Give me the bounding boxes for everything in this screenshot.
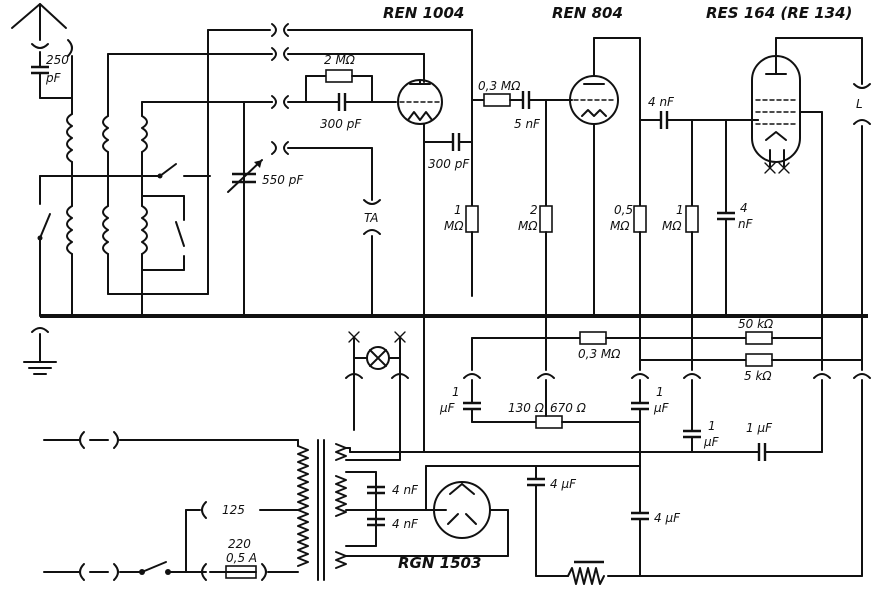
- tube-label-res164: RES 164 (RE 134): [706, 4, 852, 22]
- label-r50k: 50 kΩ: [738, 317, 774, 331]
- tube-label-ren804: REN 804: [552, 4, 623, 22]
- label-r03a: 0,3 MΩ: [478, 79, 521, 93]
- ground-icon: [23, 327, 57, 375]
- label-fuse: 0,5 A: [226, 551, 257, 565]
- resistor-2m-b: [539, 205, 553, 233]
- label-r130: 130 Ω: [508, 401, 545, 415]
- label-c4uf2: 4 µF: [654, 511, 681, 525]
- capacitor-1uf-a: [463, 401, 481, 411]
- pilot-lamp-icon: [348, 331, 406, 381]
- label-c1b1: 1: [656, 385, 664, 399]
- label-c250-unit: pF: [45, 71, 62, 85]
- label-r5k: 5 kΩ: [744, 369, 772, 383]
- label-r05a: 0,5: [614, 203, 633, 217]
- capacitor-1uf-b: [631, 401, 649, 411]
- capacitor-1uf-c: [683, 429, 701, 439]
- label-c1b2: µF: [653, 401, 670, 415]
- label-c1a1: 1: [452, 385, 460, 399]
- label-c4na: 4 nF: [392, 483, 419, 497]
- label-ta: TA: [364, 211, 378, 225]
- capacitor-250pf: [31, 51, 49, 99]
- capacitor-4uf-b: [631, 511, 649, 521]
- label-r2b1: 2: [530, 203, 538, 217]
- label-c550: 550 pF: [262, 173, 304, 187]
- capacitor-1uf-d: [757, 443, 767, 461]
- label-v125: 125: [222, 503, 245, 517]
- label-c4nv2: nF: [738, 217, 754, 231]
- label-c1a2: µF: [439, 401, 456, 415]
- label-r2b2: MΩ: [518, 219, 538, 233]
- speaker-connector: [853, 83, 871, 89]
- resistor-1m-a: [465, 205, 479, 233]
- switch-1: [37, 213, 51, 241]
- rf-coil-right: [141, 115, 148, 317]
- capacitor-4nf-b: [367, 517, 385, 527]
- label-r05b: MΩ: [610, 219, 630, 233]
- tube-label-rgn1503: RGN 1503: [398, 554, 481, 572]
- tube-res164: [751, 55, 801, 174]
- tube-label-ren1004: REN 1004: [383, 4, 464, 22]
- label-c4nv1: 4: [740, 201, 748, 215]
- label-c1c2: µF: [703, 435, 720, 449]
- capacitor-4nf-v: [717, 211, 735, 221]
- resistor-1m-c: [685, 205, 699, 233]
- tuning-capacitor-550pf: [227, 159, 263, 193]
- choke-resistor: [567, 567, 605, 585]
- resistor-0-3m-b: [579, 331, 607, 345]
- label-c1c1: 1: [708, 419, 716, 433]
- resistor-2m: [325, 69, 353, 83]
- pickup-connector: [363, 199, 381, 205]
- mains-plug-lower: [43, 563, 141, 581]
- capacitor-300pf: [335, 93, 397, 111]
- label-r1a1: 1: [454, 203, 462, 217]
- switch-2: [157, 163, 211, 179]
- label-r2m: 2 MΩ: [324, 53, 356, 67]
- mains-transformer: [297, 439, 347, 581]
- mains-plug-upper: [43, 431, 131, 449]
- tube-ren804: [569, 75, 619, 125]
- label-c4uf1: 4 µF: [550, 477, 577, 491]
- tube-ren1004: [397, 79, 443, 125]
- capacitor-4nf: [659, 111, 669, 129]
- resistor-0-3m: [483, 93, 511, 107]
- connector-row: [345, 373, 871, 379]
- label-c4nb: 4 nF: [392, 517, 419, 531]
- antenna-icon: [11, 3, 67, 49]
- antenna-coil: [66, 113, 73, 317]
- mains-switch: [139, 561, 171, 575]
- label-v220: 220: [228, 537, 251, 551]
- label-c300b: 300 pF: [428, 157, 470, 171]
- resistor-5k: [745, 353, 773, 367]
- resistor-130-670: [535, 415, 563, 429]
- label-r1c1: 1: [676, 203, 684, 217]
- label-c4n: 4 nF: [648, 95, 675, 109]
- capacitor-4uf-a: [527, 477, 545, 487]
- label-c5n: 5 nF: [514, 117, 541, 131]
- rf-coil-left: [102, 115, 109, 295]
- capacitor-5nf: [521, 91, 531, 109]
- label-r03b: 0,3 MΩ: [578, 347, 621, 361]
- label-c250: 250: [46, 53, 69, 67]
- label-l: L: [856, 97, 863, 111]
- label-r1c2: MΩ: [662, 219, 682, 233]
- resistor-0-5m: [633, 205, 647, 233]
- capacitor-300pf-b: [451, 133, 461, 151]
- label-c1uf: 1 µF: [746, 421, 773, 435]
- label-c300: 300 pF: [320, 117, 362, 131]
- capacitor-4nf-a: [367, 485, 385, 495]
- label-r1a2: MΩ: [444, 219, 464, 233]
- resistor-50k: [745, 331, 773, 345]
- label-r670: 670 Ω: [550, 401, 587, 415]
